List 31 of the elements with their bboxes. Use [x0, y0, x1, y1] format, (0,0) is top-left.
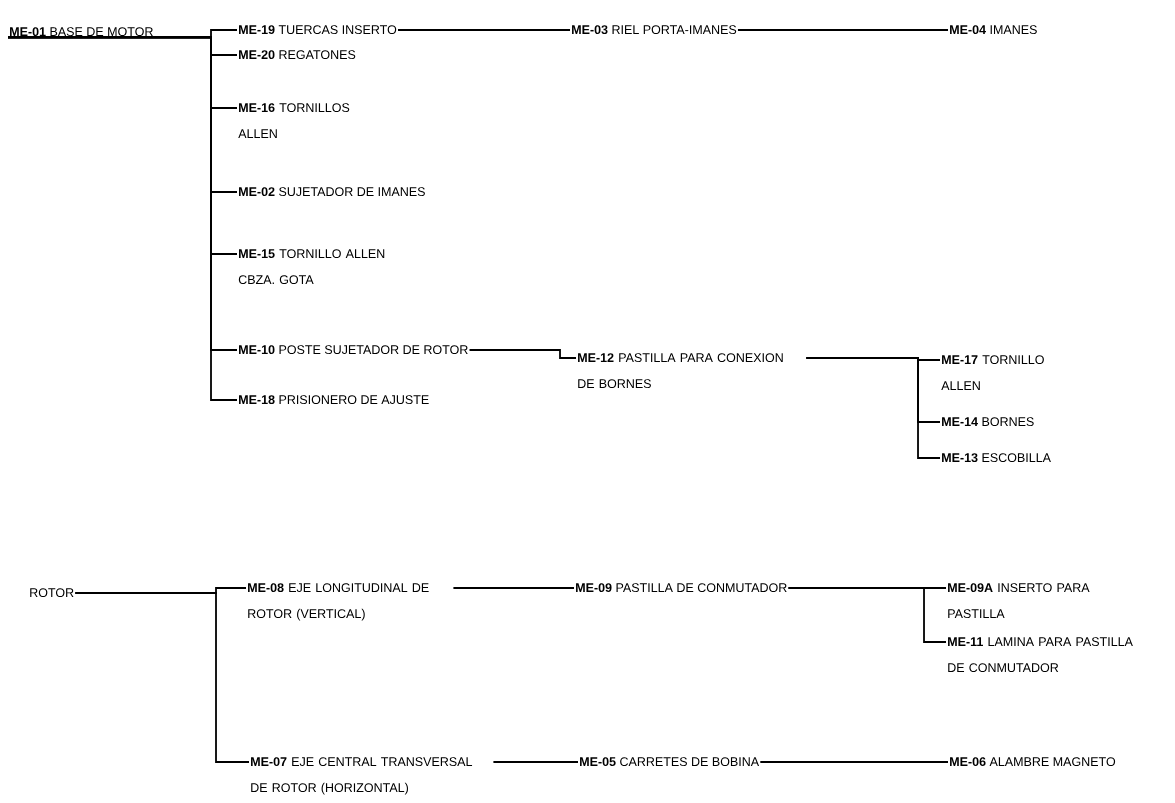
tree-connector [452, 587, 575, 589]
part-label: ME-10 POSTE SUJETADOR DE ROTOR [239, 345, 468, 355]
tree-connector [492, 761, 579, 763]
tree-connector [759, 761, 949, 763]
part-label: ME-18 PRISIONERO DE AJUSTE [239, 395, 429, 405]
part-label: ME-09A INSERTO PARA PASTILLA [948, 583, 1090, 619]
tree-connector [787, 587, 947, 643]
tree-connector [397, 29, 571, 31]
part-label: ME-08 EJE LONGITUDINAL DE ROTOR (VERTICAL) [248, 583, 429, 621]
part-label: ME-19 TUERCAS INSERTO [239, 25, 397, 35]
part-label: ME-12 PASTILLA PARA CONEXION DE BORNES [578, 353, 783, 389]
tree-connector [468, 349, 577, 359]
part-label: ME-15 TORNILLO ALLEN CBZA. GOTA [238, 249, 385, 285]
part-label: ME-17 TORNILLO ALLEN [941, 355, 1044, 390]
tree-connector [74, 592, 250, 763]
part-label: ME-13 ESCOBILLA [942, 453, 1051, 463]
part-label: ME-02 SUJETADOR DE IMANES [239, 187, 425, 197]
part-label: ME-11 LAMINA PARA PASTILLA DE CONMUTADOR [948, 637, 1133, 673]
part-label: ME-16 TORNILLOS ALLEN [238, 103, 350, 138]
tree-connector [737, 29, 949, 31]
part-label: ME-07 EJE CENTRAL TRANSVERSAL DE ROTOR (HORIZONTAL) [251, 757, 473, 795]
part-label: ME-03 RIEL PORTA-IMANES [572, 25, 737, 35]
part-label: ME-04 IMANES [950, 25, 1037, 35]
tree-connector [805, 357, 941, 459]
part-label: ME-09 PASTILLA DE CONMUTADOR [576, 583, 787, 593]
part-label: ME-01 BASE DE MOTOR [10, 27, 153, 37]
part-label: ROTOR [30, 588, 74, 598]
part-label: ME-14 BORNES [942, 417, 1034, 427]
part-label: ME-06 ALAMBRE MAGNETO [950, 757, 1116, 767]
part-label: ME-20 REGATONES [239, 50, 356, 60]
part-label: ME-05 CARRETES DE BOBINA [580, 757, 760, 767]
